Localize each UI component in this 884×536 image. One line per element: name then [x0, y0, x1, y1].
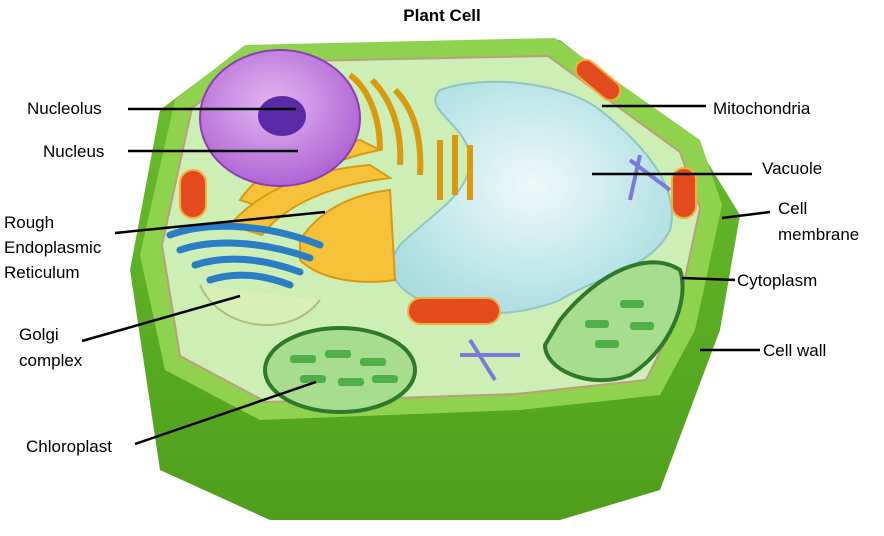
cytoskeleton — [460, 154, 672, 382]
label-cytoplasm: Cytoplasm — [737, 271, 818, 290]
label-golgi-line1: Golgi — [19, 325, 59, 344]
leader-lines — [81, 104, 771, 446]
label-mitochondria: Mitochondria — [713, 99, 811, 118]
diagram-title: Plant Cell — [403, 6, 481, 25]
label-membrane-line1: Cell — [778, 199, 808, 218]
golgi-vesicle-body — [199, 284, 321, 327]
label-rer-line2: Endoplasmic — [4, 238, 102, 257]
label-rer-line1: Rough — [4, 213, 55, 232]
label-golgi-line2: complex — [19, 351, 83, 370]
mitochondria — [179, 58, 697, 325]
nucleolus — [258, 96, 306, 136]
golgi-complex — [166, 222, 324, 289]
chloroplast-right — [542, 260, 685, 383]
label-nucleus: Nucleus — [43, 142, 105, 161]
label-vacuole: Vacuole — [762, 159, 823, 178]
label-chloroplast: Chloroplast — [26, 437, 112, 456]
vacuole — [390, 80, 673, 315]
label-membrane-line2: membrane — [778, 225, 860, 244]
label-nucleolus: Nucleolus — [27, 99, 102, 118]
label-cell-wall: Cell wall — [763, 341, 827, 360]
chloroplast-left — [263, 326, 417, 414]
label-rer-line3: Reticulum — [4, 263, 80, 282]
